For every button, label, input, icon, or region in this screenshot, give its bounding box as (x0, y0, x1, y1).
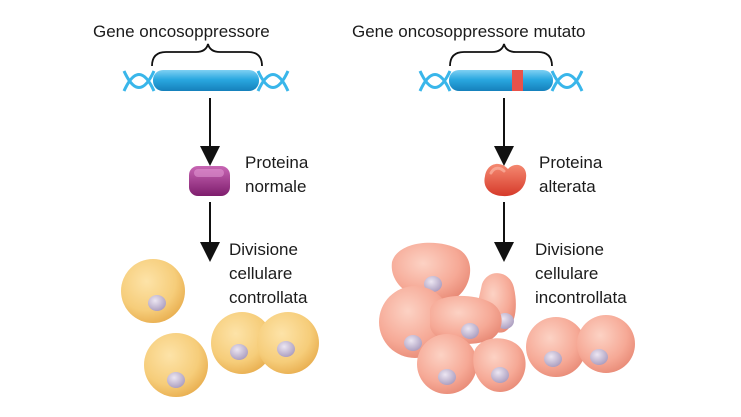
mutation-mark (512, 70, 523, 91)
division-label-right-line2: cellulare (535, 264, 599, 283)
gene-label-left: Gene oncosoppressore (93, 22, 270, 41)
division-label-left-line3: controllata (229, 288, 308, 307)
division-label-left-line1: Divisione (229, 240, 298, 259)
mutated-dna-segment-icon (418, 70, 584, 92)
rounded-square-protein-icon (189, 166, 230, 196)
gene-label-right: Gene oncosoppressore mutato (352, 22, 586, 41)
gene-brace-right (449, 43, 553, 67)
protein-label-right-line1: Proteina (539, 153, 603, 172)
protein-label-right-line2: alterata (539, 177, 596, 196)
protein-label-left-line2: normale (245, 177, 307, 196)
gene-brace-left (151, 43, 263, 67)
division-label-right-line3: incontrollata (535, 288, 627, 307)
deformed-protein-icon (484, 163, 527, 197)
normal-cell-icon (121, 259, 319, 397)
dna-segment-icon (122, 70, 290, 92)
cancer-cell-icon (379, 242, 635, 394)
protein-label-left-line1: Proteina (245, 153, 309, 172)
division-label-left-line2: cellulare (229, 264, 293, 283)
division-label-right-line1: Divisione (535, 240, 604, 259)
